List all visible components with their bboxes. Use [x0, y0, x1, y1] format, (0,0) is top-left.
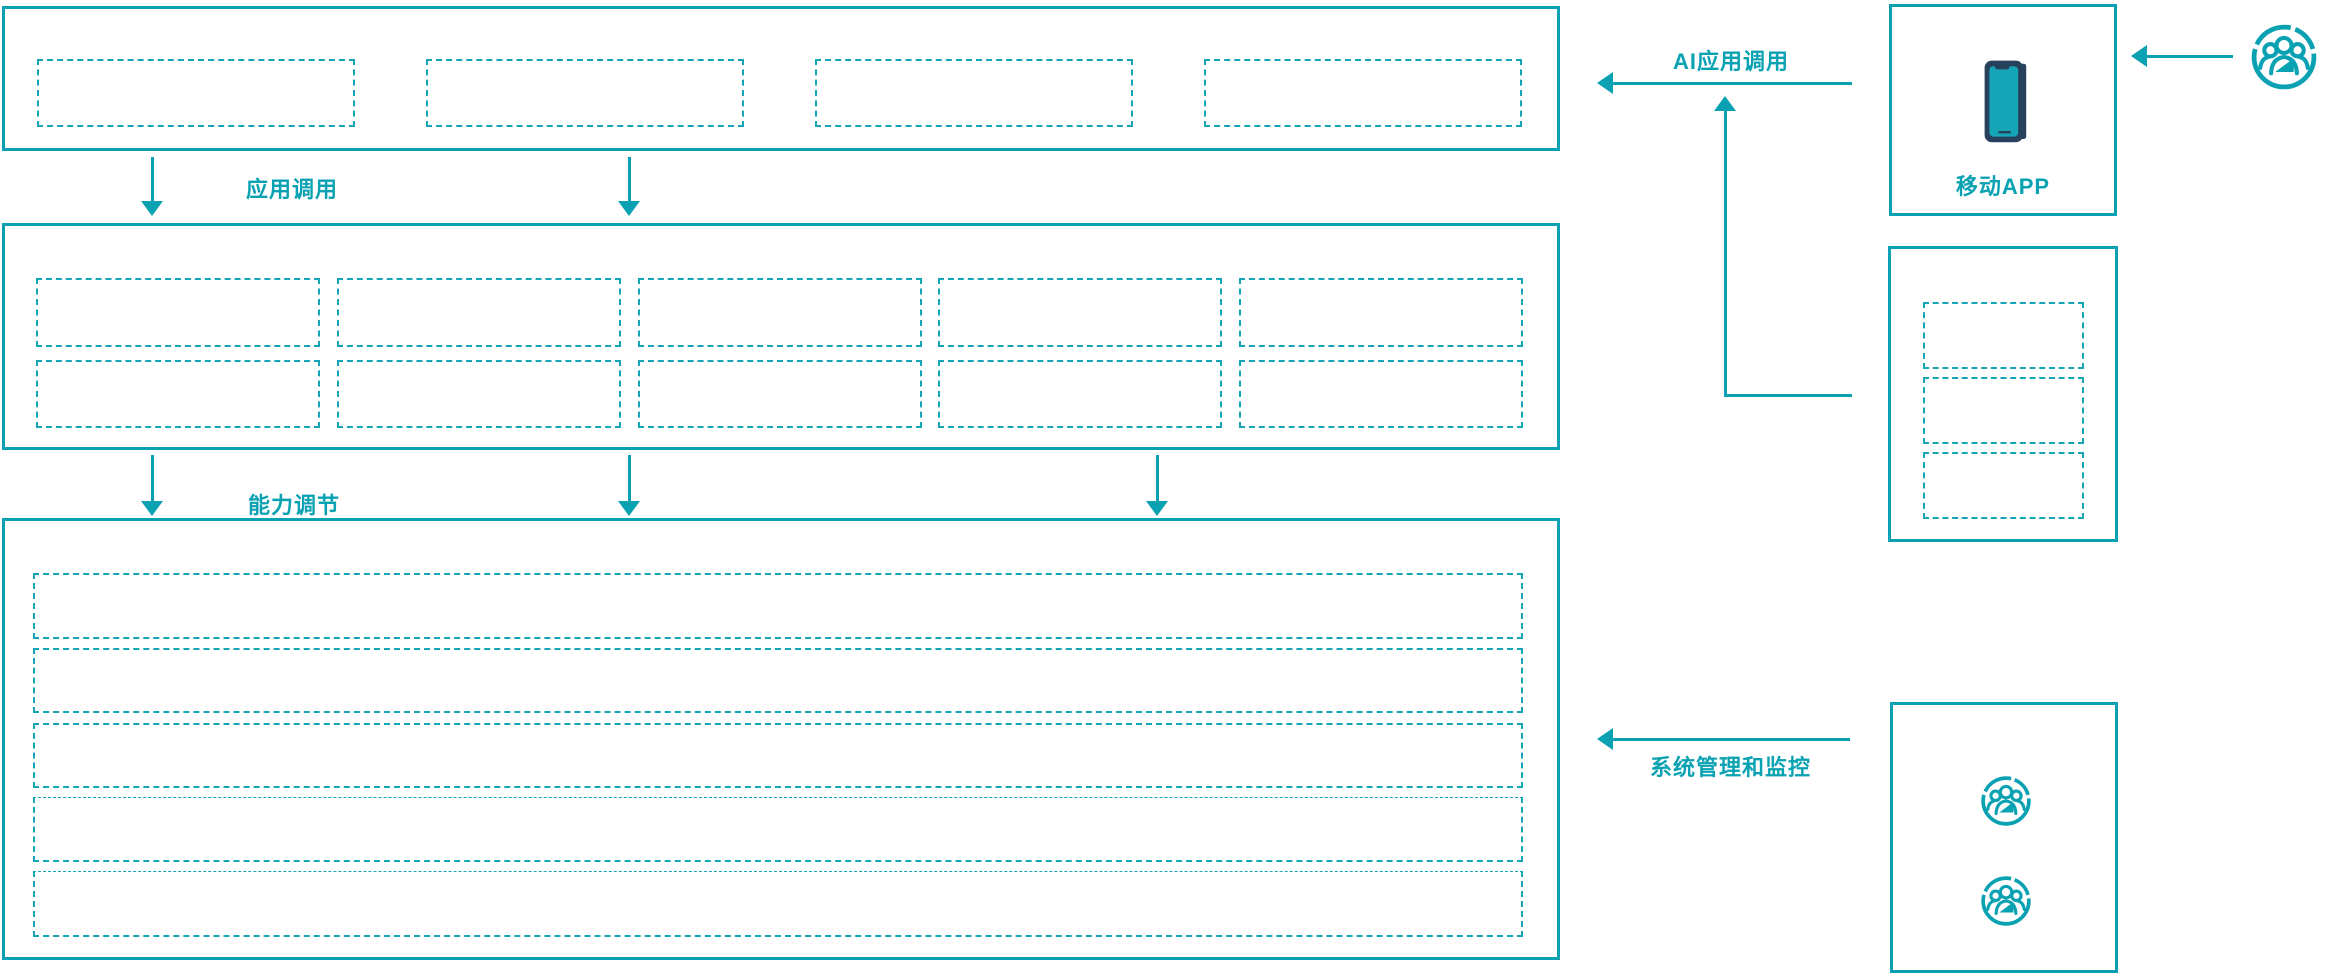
- placeholder-box: [1204, 59, 1522, 127]
- arrow-left-icon: [1597, 728, 1613, 750]
- placeholder-box: [638, 360, 922, 428]
- placeholder-box: [1923, 302, 2084, 369]
- placeholder-box: [337, 278, 621, 347]
- placeholder-box: [1239, 278, 1523, 347]
- arrow-down-icon: [618, 501, 640, 516]
- capability-arrow-shaft: [151, 455, 154, 502]
- placeholder-box: [938, 360, 1222, 428]
- placeholder-box: [426, 59, 744, 127]
- system-admin-arrow-shaft: [1612, 738, 1850, 741]
- app-call-arrow-shaft: [151, 157, 154, 202]
- right-middle-box: [1888, 246, 2118, 542]
- placeholder-row: [33, 797, 1523, 862]
- app-call-arrow-shaft: [628, 157, 631, 202]
- placeholder-row: [33, 648, 1523, 713]
- arrow-down-icon: [141, 201, 163, 216]
- placeholder-box: [938, 278, 1222, 347]
- placeholder-row: [33, 723, 1523, 788]
- mobile-app-label: 移动APP: [1955, 174, 2051, 199]
- capability-label: 能力调节: [248, 493, 341, 518]
- placeholder-row: [33, 573, 1523, 639]
- placeholder-box: [638, 278, 922, 347]
- placeholder-box: [36, 278, 320, 347]
- middle-layer-band: [2, 223, 1560, 450]
- arrow-down-icon: [141, 501, 163, 516]
- placeholder-box: [1923, 377, 2084, 444]
- ai-app-call-arrow-shaft: [1612, 82, 1852, 85]
- mobile-app-box: 移动APP: [1889, 4, 2117, 216]
- ai-app-call-label: AI应用调用: [1673, 49, 1790, 74]
- user-to-mobile-arrow-shaft: [2146, 55, 2233, 58]
- placeholder-row: [33, 871, 1523, 937]
- right-admin-box: [1890, 702, 2118, 973]
- system-admin-label: 系统管理和监控: [1650, 755, 1812, 780]
- arrow-up-icon: [1714, 96, 1736, 111]
- capability-arrow-shaft: [1156, 455, 1159, 502]
- arrow-down-icon: [1146, 501, 1168, 516]
- placeholder-box: [1239, 360, 1523, 428]
- app-call-label: 应用调用: [246, 177, 339, 202]
- placeholder-box: [815, 59, 1133, 127]
- capability-arrow-shaft: [628, 455, 631, 502]
- elbow-connector-vertical: [1724, 110, 1727, 397]
- placeholder-box: [36, 360, 320, 428]
- users-icon: [2251, 24, 2317, 90]
- elbow-connector-horizontal: [1724, 394, 1852, 397]
- users-icon: [1981, 876, 2031, 926]
- placeholder-box: [37, 59, 355, 127]
- arrow-down-icon: [618, 201, 640, 216]
- top-layer-band: [2, 6, 1560, 151]
- arrow-left-icon: [2131, 45, 2147, 67]
- users-icon: [1981, 776, 2031, 826]
- bottom-layer-band: [2, 518, 1560, 960]
- placeholder-box: [1923, 452, 2084, 519]
- placeholder-box: [337, 360, 621, 428]
- arrow-left-icon: [1597, 72, 1613, 94]
- mobile-phone-icon: [1984, 60, 2027, 143]
